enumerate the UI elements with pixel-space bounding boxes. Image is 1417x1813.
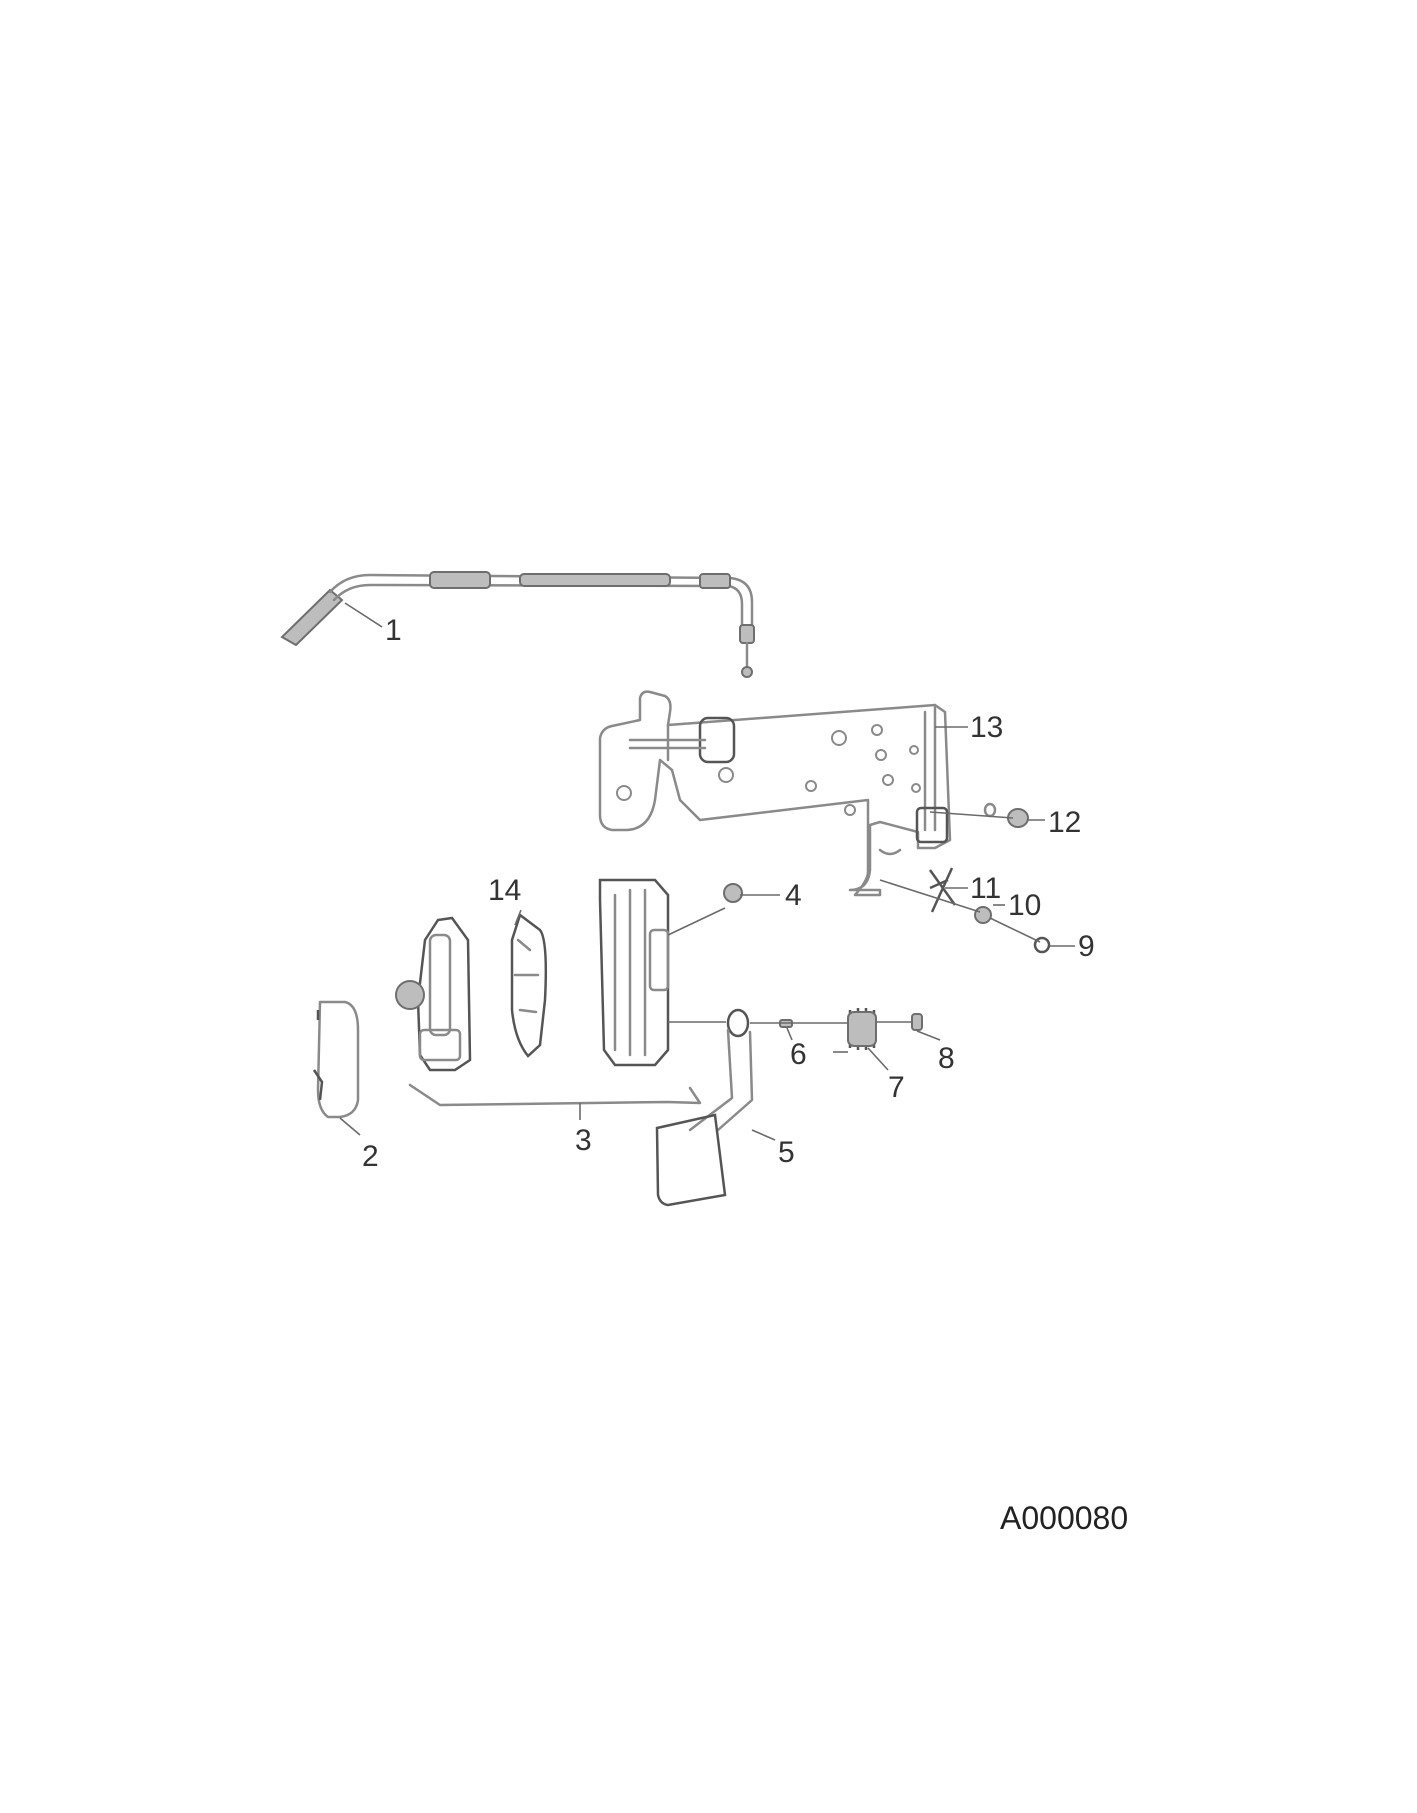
callout-3: 3 xyxy=(575,1124,592,1157)
part-11-clip xyxy=(928,867,957,913)
part-9-washer xyxy=(1033,936,1051,954)
callout-14: 14 xyxy=(488,874,521,907)
leader-lines xyxy=(339,602,1075,1141)
callout-4: 4 xyxy=(785,879,802,912)
part-7-spring xyxy=(847,1008,877,1050)
callout-2: 2 xyxy=(362,1140,379,1173)
part-5-brake-pedal xyxy=(655,1008,754,1207)
callout-9: 9 xyxy=(1078,930,1095,963)
drawing-id: A000080 xyxy=(1000,1500,1129,1536)
callout-11: 11 xyxy=(970,872,1001,905)
callout-12: 12 xyxy=(1048,806,1081,839)
part-3-brake-line xyxy=(408,1083,702,1107)
callout-1: 1 xyxy=(385,614,402,647)
callout-8: 8 xyxy=(938,1042,955,1075)
part-8-end-cap xyxy=(911,1013,923,1031)
caliper-main xyxy=(598,878,670,1067)
part-13-pedal-bracket xyxy=(598,690,952,897)
callout-6: 6 xyxy=(790,1038,807,1071)
callout-10: 10 xyxy=(1008,889,1041,922)
part-1-brake-cable xyxy=(280,571,755,678)
callout-5: 5 xyxy=(778,1136,795,1169)
caliper-left xyxy=(395,916,472,1072)
part-12-bushing xyxy=(983,802,1029,828)
part-2-shim xyxy=(312,1000,360,1119)
part-14-brake-pad xyxy=(510,912,548,1058)
callout-7: 7 xyxy=(888,1071,905,1104)
part-10-nut xyxy=(974,906,992,924)
part-4-nut xyxy=(723,883,743,903)
callout-13: 13 xyxy=(970,711,1003,744)
